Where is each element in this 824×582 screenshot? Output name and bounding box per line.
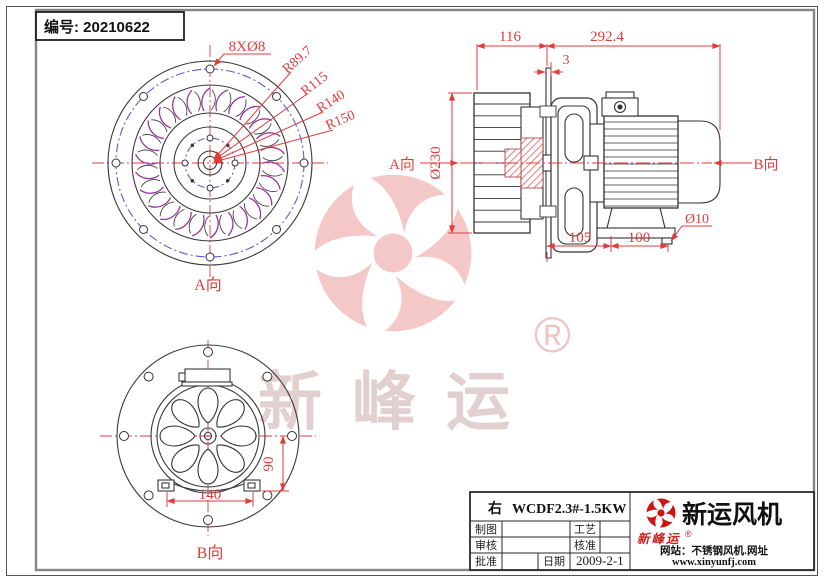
motor-foot bbox=[596, 227, 676, 239]
company-brand-script: 新峰运 bbox=[637, 532, 681, 546]
cell-process-label: 工艺 bbox=[574, 523, 596, 536]
orientation-label: 右 bbox=[487, 500, 502, 516]
front-direction-label: A向 bbox=[194, 276, 222, 294]
back-direction-label: B向 bbox=[197, 544, 224, 562]
impeller-inner-circle bbox=[159, 112, 261, 214]
dim-90: 90 bbox=[261, 457, 277, 472]
back-terminal-box-base bbox=[181, 381, 233, 387]
back-terminal-box-gland bbox=[178, 372, 186, 382]
outer-border bbox=[6, 6, 818, 576]
terminal-box-gland-center bbox=[617, 104, 623, 110]
title-block: 右 WCDF2.3#-1.5KW 制图 工艺 审核 核准 批准 日期 2009-… bbox=[469, 491, 815, 571]
watermark-layer: ® 新峰运 bbox=[258, 173, 571, 438]
dim-dia10: Ø10 bbox=[685, 212, 709, 227]
dim-292: 292.4 bbox=[590, 29, 624, 45]
hub-circle bbox=[173, 126, 247, 200]
cell-check-label: 审核 bbox=[475, 538, 497, 552]
cover-center-hole bbox=[203, 431, 213, 441]
front-bolt-holes bbox=[111, 64, 309, 262]
hub-bolt-holes bbox=[181, 134, 239, 192]
cell-draw-label: 制图 bbox=[475, 523, 497, 536]
bracket-slot-bottom bbox=[564, 187, 584, 237]
front-view-dims bbox=[213, 53, 334, 163]
serial-number-box bbox=[35, 11, 185, 41]
dim-dia230: Ø230 bbox=[428, 146, 444, 179]
cell-ratify-label: 批准 bbox=[475, 554, 497, 568]
dim-140: 140 bbox=[199, 487, 222, 503]
serial-number-text: 编号: 20210622 bbox=[44, 18, 150, 36]
shaft-boss-circle bbox=[197, 150, 223, 176]
dim-116: 116 bbox=[499, 29, 521, 45]
cell-date-value: 2009-2-1 bbox=[576, 553, 624, 568]
motor-body bbox=[603, 115, 679, 209]
company-name: 新运风机 bbox=[682, 500, 782, 529]
back-foot-left-slot bbox=[161, 482, 170, 489]
cell-date-label: 日期 bbox=[543, 555, 565, 568]
shaft-hole-circle bbox=[202, 155, 218, 171]
motor-foot-leg-right bbox=[659, 207, 666, 229]
impeller-blade-lines bbox=[474, 103, 530, 223]
back-view-dims bbox=[166, 435, 289, 507]
side-left-direction-label: A向 bbox=[389, 156, 415, 173]
foot-bolt bbox=[661, 237, 673, 245]
cell-approve-label: 核准 bbox=[574, 538, 596, 552]
motor-end-cap bbox=[677, 120, 721, 204]
side-right-direction-label: B向 bbox=[753, 156, 778, 173]
model-number: WCDF2.3#-1.5KW bbox=[512, 502, 626, 517]
back-foot-left bbox=[157, 479, 175, 492]
impeller-blades bbox=[134, 87, 286, 239]
company-website-line2: www.xinyunfj.com bbox=[672, 557, 756, 568]
inner-border bbox=[34, 8, 816, 572]
motor-foot-leg-left bbox=[606, 207, 613, 229]
dim-105: 105 bbox=[569, 230, 592, 246]
back-foot-right bbox=[243, 479, 261, 492]
watermark-registered-mark: ® bbox=[534, 307, 571, 363]
impeller-outer-circle bbox=[131, 84, 289, 242]
company-website-line1: 网站：不锈钢风机.网址 bbox=[660, 544, 768, 557]
cover-center-circle bbox=[199, 427, 217, 445]
title-block-border bbox=[469, 491, 815, 571]
back-terminal-box bbox=[184, 368, 231, 383]
back-outer-circle bbox=[116, 344, 300, 528]
company-fan-logo bbox=[645, 498, 676, 529]
front-radius-label-2: R115 bbox=[298, 69, 331, 99]
bracket-bolt-top bbox=[539, 105, 557, 118]
company-registered-mark: ® bbox=[685, 529, 692, 539]
side-view-dims bbox=[420, 42, 752, 262]
back-view bbox=[100, 340, 316, 536]
motor-ribs bbox=[604, 121, 678, 207]
watermark-brand-text: 新峰运 bbox=[258, 366, 540, 438]
front-radius-label-1: R89.7 bbox=[280, 44, 315, 78]
dim-3: 3 bbox=[563, 53, 570, 68]
back-foot-right-slot bbox=[247, 482, 256, 489]
bracket-bolt-bottom bbox=[539, 205, 557, 218]
back-bolt-holes bbox=[119, 347, 297, 525]
dim-100: 100 bbox=[628, 230, 651, 246]
front-view bbox=[92, 45, 328, 281]
front-bolt-note: 8XØ8 bbox=[229, 39, 266, 55]
bracket-slot-top bbox=[564, 113, 584, 163]
front-outer-circle bbox=[107, 60, 313, 266]
watermark-fan-logo bbox=[307, 173, 472, 337]
motor-bottom-arc bbox=[173, 483, 245, 492]
fan-cover-slots bbox=[159, 387, 257, 485]
